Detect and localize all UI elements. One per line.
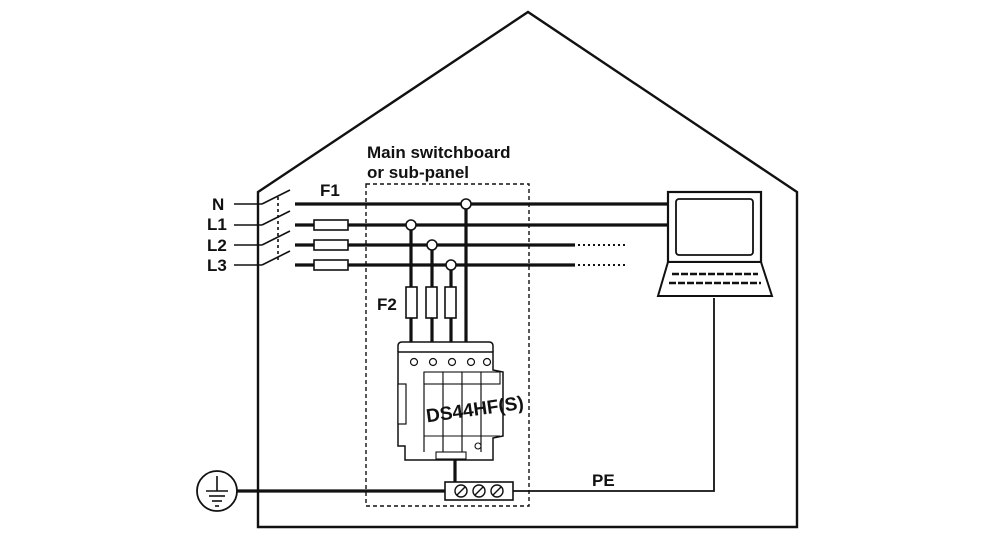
pe-label: PE <box>592 471 615 490</box>
conductor-label-n: N <box>212 195 224 214</box>
fuse-f1-l1 <box>313 219 349 231</box>
fuse-f1-l3 <box>313 259 349 271</box>
fuse-f1-label: F1 <box>320 181 340 200</box>
incoming-stubs <box>234 203 262 266</box>
panel-label-line2: or sub-panel <box>367 163 469 182</box>
conductor-label-l3: L3 <box>207 256 227 275</box>
surge-protection-device <box>397 341 504 461</box>
switchboard-boundary <box>365 183 530 507</box>
fuse-f2-l1 <box>405 286 418 319</box>
fuse-f1-l2 <box>313 239 349 251</box>
conductor-label-l2: L2 <box>207 236 227 255</box>
panel-label-line1: Main switchboard <box>367 143 511 162</box>
fuse-f2-l2 <box>425 286 438 319</box>
building-outline <box>256 10 799 529</box>
computer-icon <box>656 190 774 297</box>
earth-terminal-block <box>444 481 514 501</box>
pe-wire-to-computer <box>513 298 715 492</box>
fuse-f2-label: F2 <box>377 295 397 314</box>
earth-ground-icon <box>196 470 238 512</box>
isolator-switch <box>261 189 291 266</box>
junction-nodes <box>405 198 472 271</box>
conductor-label-l1: L1 <box>207 215 227 234</box>
fuse-f2-l3 <box>444 286 457 319</box>
